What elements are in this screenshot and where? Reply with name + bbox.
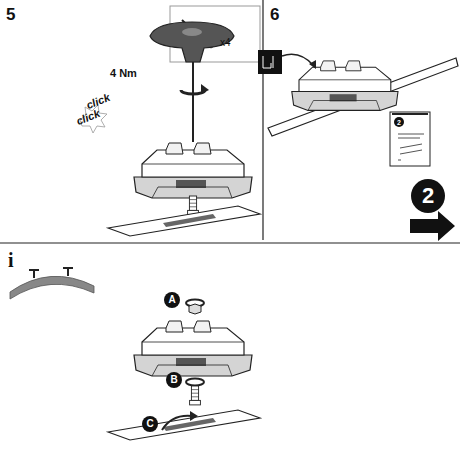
callout-text: 2	[397, 119, 401, 126]
info-icon: i	[8, 250, 14, 270]
callout-letter: B	[166, 372, 182, 388]
callout-text: A	[168, 295, 175, 305]
click-sound: click	[75, 108, 102, 127]
callout-text: B	[170, 375, 177, 385]
step-number: 6	[270, 6, 279, 23]
callout-text: C	[146, 419, 153, 429]
callout-letter: C	[142, 416, 158, 432]
step-number: 5	[6, 6, 15, 23]
callout-text: 2	[422, 185, 434, 207]
callout-letter: A	[164, 292, 180, 308]
torque-value: 4 Nm	[110, 68, 137, 79]
booklet-step-circle: 2	[394, 117, 404, 127]
next-step-circle: 2	[411, 179, 445, 213]
quantity-label: x4	[220, 38, 231, 48]
